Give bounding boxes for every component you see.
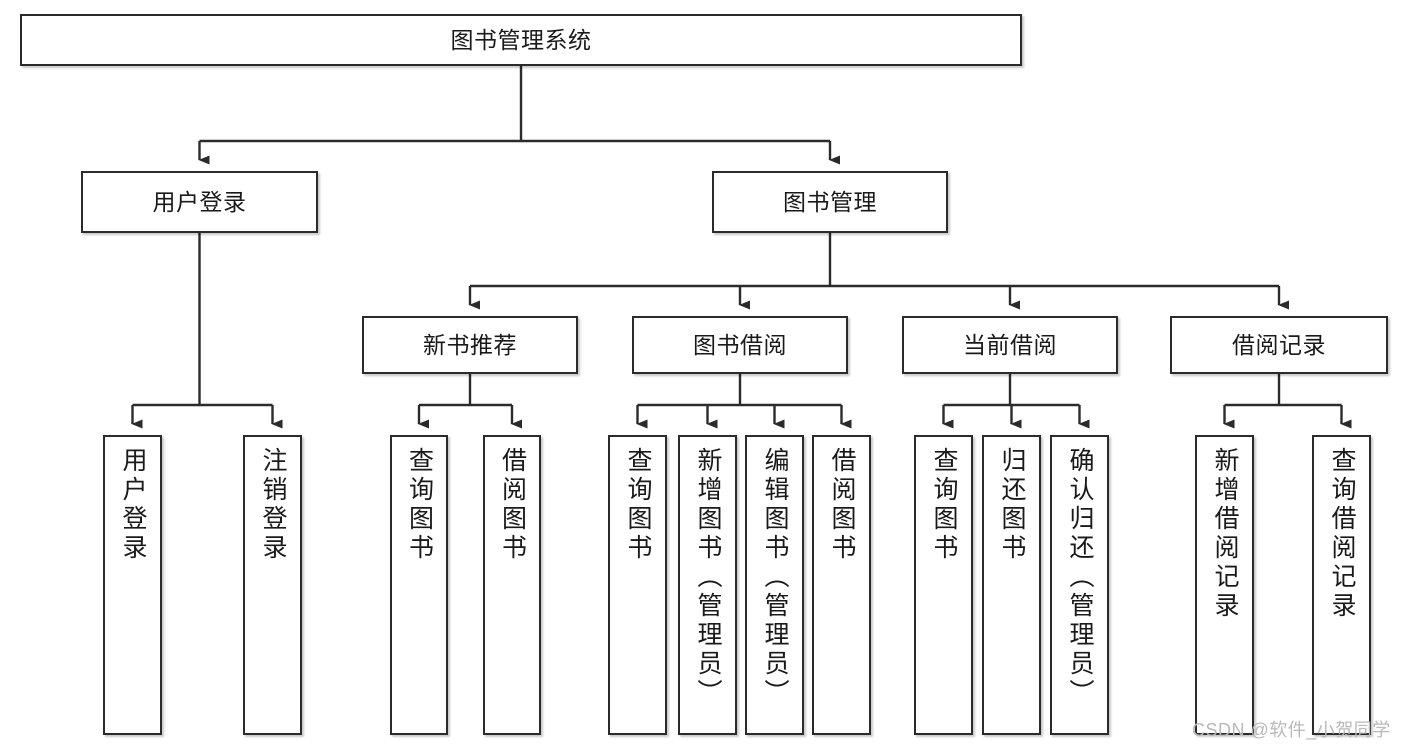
node-root[interactable]: 图书管理系统 [20, 14, 1022, 66]
node-label: 查询图书 [930, 447, 958, 563]
node-l3-borrow-book-b[interactable]: 借阅图书 [812, 435, 871, 735]
node-l2-borrow-record[interactable]: 借阅记录 [1170, 316, 1388, 374]
node-label: 新增借阅记录 [1211, 447, 1239, 621]
node-l3-query-book-c[interactable]: 查询图书 [914, 435, 973, 735]
node-label: 借阅记录 [1232, 331, 1326, 358]
node-l2-current-borrow[interactable]: 当前借阅 [902, 316, 1118, 374]
node-label: 查询图书 [405, 447, 434, 563]
node-label: 归还图书 [998, 447, 1026, 563]
node-label: 用户登录 [152, 188, 247, 215]
node-l1-user-login[interactable]: 用户登录 [81, 171, 318, 233]
node-label: 查询借阅记录 [1328, 447, 1356, 621]
node-l3-confirm-return[interactable]: 确认归还（管理员） [1050, 435, 1109, 735]
node-label: 当前借阅 [963, 331, 1057, 358]
node-label: 用户登录 [119, 447, 147, 563]
node-l2-new-book-rec[interactable]: 新书推荐 [362, 316, 578, 374]
node-label: 编辑图书（管理员） [761, 447, 789, 708]
node-label: 新书推荐 [423, 331, 517, 358]
node-label: 借阅图书 [498, 447, 527, 563]
node-label: 注销登录 [259, 447, 287, 563]
node-l3-query-record[interactable]: 查询借阅记录 [1312, 435, 1371, 735]
node-l3-add-record[interactable]: 新增借阅记录 [1195, 435, 1254, 735]
node-l3-query-book-b[interactable]: 查询图书 [608, 435, 667, 735]
node-label: 查询图书 [624, 447, 652, 563]
node-label: 图书管理 [783, 188, 877, 215]
node-label: 图书借阅 [693, 331, 787, 358]
node-l3-borrow-book-a[interactable]: 借阅图书 [483, 435, 541, 735]
edge-layer [131, 66, 1352, 429]
node-label: 确认归还（管理员） [1066, 447, 1094, 708]
node-l3-query-book-a[interactable]: 查询图书 [390, 435, 448, 735]
node-l3-user-login[interactable]: 用户登录 [103, 435, 162, 735]
node-l3-return-book[interactable]: 归还图书 [982, 435, 1041, 735]
node-label: 新增图书（管理员） [694, 447, 722, 708]
node-l3-add-book[interactable]: 新增图书（管理员） [678, 435, 737, 735]
node-l3-edit-book[interactable]: 编辑图书（管理员） [745, 435, 804, 735]
node-l1-book-manage[interactable]: 图书管理 [712, 171, 948, 233]
node-label: 借阅图书 [828, 447, 856, 563]
node-l2-book-borrow[interactable]: 图书借阅 [632, 316, 848, 374]
node-label: 图书管理系统 [450, 26, 592, 53]
node-l3-logout[interactable]: 注销登录 [243, 435, 302, 735]
